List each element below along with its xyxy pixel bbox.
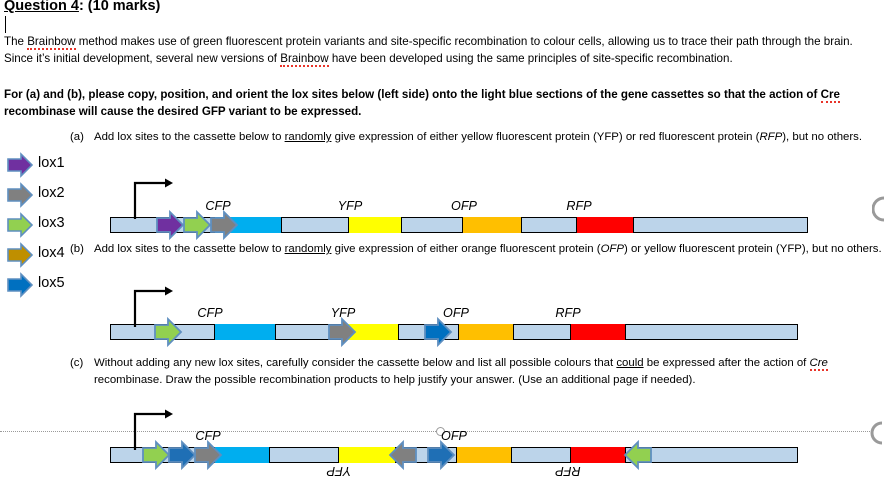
misspelled-cre: Cre [820, 88, 840, 103]
misspelled-brainbow-2: Brainbow [280, 52, 329, 67]
cassette-c-lox-6[interactable] [623, 439, 653, 471]
legend-label-lox5: lox5 [38, 275, 65, 291]
qc-text-2: be expressed after the action of [643, 357, 810, 369]
question-label-c: (c) [70, 357, 84, 369]
cassette-c-lox-1[interactable] [141, 439, 171, 471]
cassette-a-label-cfp: CFP [205, 199, 231, 213]
cassette-c-lox-4[interactable] [388, 439, 418, 471]
legend-item-lox3[interactable]: lox3 [6, 212, 65, 242]
qb-underlined: randomly [284, 243, 332, 255]
lox2-arrow-icon [7, 182, 34, 208]
cassette-a-label-yfp: YFP [337, 199, 363, 213]
qb-text-1: Add lox sites to the cassette below to [94, 243, 285, 255]
page-title-underlined: Question 4 [4, 0, 79, 14]
cassette-c-label-ofp: OFP [441, 429, 467, 443]
cassette-a-lox-1[interactable] [155, 209, 185, 241]
page-title-rest: : (10 marks) [78, 0, 161, 14]
question-label-a: (a) [70, 131, 84, 143]
cassette-b-promoter-arrow [133, 286, 173, 327]
cassette-a-gene-yfp [348, 217, 402, 233]
cassette-b-backbone [110, 324, 798, 340]
qa-text-2: give expression of either yellow fluores… [331, 131, 760, 143]
misspelled-cre-2: Cre [809, 357, 828, 371]
lox4-arrow-icon [7, 242, 34, 268]
cassette-c-label-cfp: CFP [195, 429, 221, 443]
intro-text-3: the brain. Since it’s initial developmen… [4, 35, 853, 65]
cassette-b-lox-1[interactable] [153, 316, 183, 348]
cassette-b-gene-cfp [214, 324, 276, 340]
misspelled-brainbow-1: Brainbow [27, 35, 76, 50]
qa-text-3: ), but no others. [782, 131, 863, 143]
cassette-b-lox-2[interactable] [327, 316, 357, 348]
qa-text-1: Add lox sites to the cassette below to [94, 131, 285, 143]
cassette-c-lox-3[interactable] [193, 439, 223, 471]
question-body-a: Add lox sites to the cassette below to r… [94, 129, 882, 146]
cassette-b-gene-rfp [570, 324, 626, 340]
qb-text-2: give expression of either orange fluores… [331, 243, 601, 255]
cassette-c-lox-2[interactable] [167, 439, 197, 471]
cassette-a-lox-2[interactable] [182, 209, 212, 241]
cassette-c-label-rfp: RFP [555, 464, 581, 478]
legend-item-lox1[interactable]: lox1 [6, 152, 65, 182]
legend-item-lox4[interactable]: lox4 [6, 242, 65, 272]
cassette-a-label-ofp: OFP [451, 199, 477, 213]
cassette-b-label-yfp: YFP [330, 306, 356, 320]
question-body-c: Without adding any new lox sites, carefu… [94, 355, 882, 388]
lox3-arrow-icon [7, 212, 34, 238]
legend-label-lox1: lox1 [38, 155, 65, 171]
instruction-text-2: recombinase will cause the desired GFP v… [4, 105, 362, 118]
cassette-c-gene-rfp [570, 447, 626, 463]
question-item-a: (a) Add lox sites to the cassette below … [70, 129, 882, 146]
qc-text-1: Without adding any new lox sites, carefu… [94, 357, 617, 369]
cassette-c-gene-ofp [456, 447, 512, 463]
question-item-c: (c) Without adding any new lox sites, ca… [70, 355, 882, 388]
legend-label-lox4: lox4 [38, 245, 65, 261]
intro-text-4: have been developed using the same princ… [328, 52, 733, 65]
cassette-b-lox-3[interactable] [423, 316, 453, 348]
rotation-handle[interactable] [436, 427, 445, 436]
cassette-b-label-rfp: RFP [555, 306, 581, 320]
lox1-arrow-icon [7, 152, 34, 178]
qa-underlined: randomly [284, 131, 332, 143]
question-label-b: (b) [70, 243, 84, 255]
legend-item-lox2[interactable]: lox2 [6, 182, 65, 212]
legend-label-lox3: lox3 [38, 215, 65, 231]
intro-text-1: The [4, 35, 28, 48]
text-caret [5, 16, 6, 33]
cassette-a-lox-3[interactable] [209, 209, 239, 241]
qb-italic: OFP [600, 243, 624, 255]
qb-text-3: ) or yellow fluorescent protein (YFP), b… [623, 243, 882, 255]
cassette-b-label-cfp: CFP [197, 306, 223, 320]
question-item-b: (b) Add lox sites to the cassette below … [70, 241, 882, 258]
cassette-a-gene-rfp [576, 217, 634, 233]
instruction-paragraph: For (a) and (b), please copy, position, … [4, 86, 880, 120]
page-title: Question 4: (10 marks) [4, 0, 160, 14]
cassette-c-lox-5[interactable] [426, 439, 456, 471]
intro-paragraph: The Brainbow method makes use of green f… [4, 33, 876, 67]
cassette-a-promoter-arrow [133, 178, 173, 219]
qa-italic: RFP [759, 131, 783, 143]
canvas-edge-handle-a[interactable] [872, 196, 884, 222]
cassette-c-label-yfp: YFP [326, 464, 352, 478]
legend-label-lox2: lox2 [38, 185, 65, 201]
cassette-b-gene-ofp [458, 324, 514, 340]
canvas-edge-handle-c[interactable] [869, 421, 884, 445]
qc-underlined: could [616, 357, 644, 369]
cassette-a-gene-ofp [462, 217, 522, 233]
legend-item-lox5[interactable]: lox5 [6, 272, 65, 302]
qc-text-3: recombinase. Draw the possible recombina… [94, 373, 696, 386]
cassette-b-label-ofp: OFP [443, 306, 469, 320]
intro-text-2: method makes use of green fluorescent pr… [75, 35, 802, 48]
lox5-arrow-icon [7, 272, 34, 298]
cassette-a-label-rfp: RFP [566, 199, 592, 213]
question-body-b: Add lox sites to the cassette below to r… [94, 241, 882, 258]
cassette-c-promoter-arrow [133, 409, 173, 450]
instruction-text-1: For (a) and (b), please copy, position, … [4, 88, 821, 101]
